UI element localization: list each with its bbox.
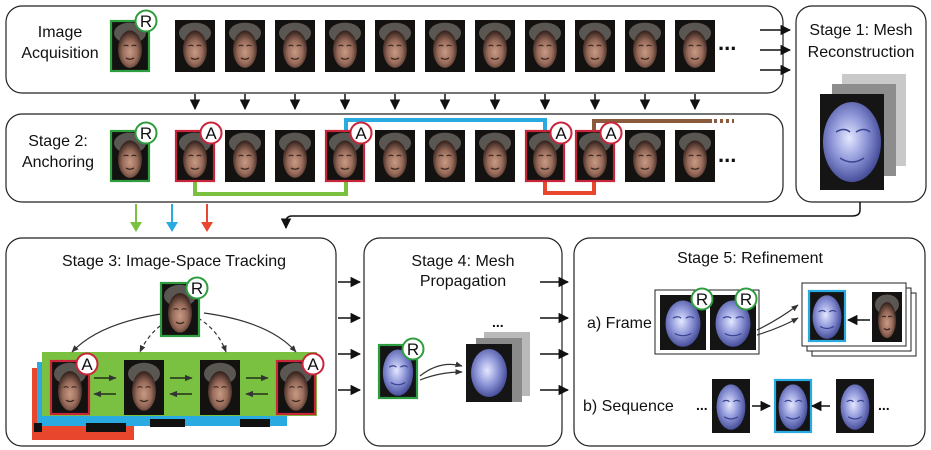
acquisition-frame xyxy=(525,20,565,72)
acquisition-frame xyxy=(475,20,515,72)
green-anchor-link xyxy=(193,182,348,196)
acquisition-frame xyxy=(175,20,215,72)
stage4-title-2: Propagation xyxy=(420,273,506,290)
anchoring-frame xyxy=(375,130,415,182)
acquisition-frame xyxy=(675,20,715,72)
brown-anchor-link xyxy=(592,119,712,134)
blue-anchor-link xyxy=(344,118,547,132)
target-photo xyxy=(872,292,902,342)
anchoring-ellipsis: ... xyxy=(718,142,736,167)
reference-badge: R xyxy=(185,276,209,300)
reference-badge: R xyxy=(134,9,158,33)
svg-text:A: A xyxy=(355,124,367,143)
stage3-frames: R A A xyxy=(49,276,325,416)
acquisition-frame xyxy=(625,20,665,72)
sequence-mesh xyxy=(836,379,874,433)
stage4-to-stage5-arrows xyxy=(540,276,570,396)
frame-label: a) Frame xyxy=(587,315,652,332)
stage4-ellipsis: ... xyxy=(492,314,504,330)
acquisition-frame xyxy=(325,20,365,72)
reference-badge: R xyxy=(734,287,758,311)
anchor-badge: A xyxy=(199,121,223,145)
sequence-label: b) Sequence xyxy=(583,398,674,415)
svg-text:R: R xyxy=(407,340,419,359)
stage3-title: Stage 3: Image-Space Tracking xyxy=(62,253,286,270)
anchoring-frame xyxy=(425,130,465,182)
anchoring-frame xyxy=(475,130,515,182)
stage3-to-stage4-arrows xyxy=(338,276,362,396)
anchor-badge: A xyxy=(349,121,373,145)
stage4-content: R xyxy=(377,332,530,402)
anchor-badge: A xyxy=(301,352,325,376)
stage1-title-1: Stage 1: Mesh xyxy=(809,22,912,39)
stage1-title-2: Reconstruction xyxy=(808,44,915,61)
anchoring-frame xyxy=(275,130,315,182)
stage4-title-1: Stage 4: Mesh xyxy=(411,253,514,270)
svg-text:A: A xyxy=(205,124,217,143)
anchoring-frame xyxy=(225,130,265,182)
sequence-mesh xyxy=(712,379,750,433)
reference-badge: R xyxy=(134,121,158,145)
anchor-frame xyxy=(49,359,91,416)
sequence-ellipsis-left: ... xyxy=(696,397,708,413)
acquisition-frame xyxy=(275,20,315,72)
acquisition-to-anchoring-arrows xyxy=(189,94,701,111)
tracking-arcs xyxy=(71,312,297,353)
anchoring-frame xyxy=(675,130,715,182)
stage1-to-stage3-arrow xyxy=(280,202,861,230)
anchor-badge: A xyxy=(75,352,99,376)
sequence-mesh-current xyxy=(773,378,813,434)
svg-text:R: R xyxy=(191,279,203,298)
acquisition-frame xyxy=(375,20,415,72)
colored-down-arrows xyxy=(130,204,213,232)
red-anchor-link xyxy=(543,182,596,195)
tracked-frame xyxy=(200,360,240,415)
svg-text:A: A xyxy=(605,124,617,143)
anchoring-frame xyxy=(625,130,665,182)
stage5-title: Stage 5: Refinement xyxy=(677,250,823,267)
tracked-frame xyxy=(124,360,164,415)
row1-to-stage1-arrows xyxy=(760,24,792,76)
svg-text:A: A xyxy=(307,355,319,374)
target-mesh xyxy=(807,289,847,343)
anchoring-label-2: Anchoring xyxy=(22,154,94,171)
reference-badge: R xyxy=(690,287,714,311)
anchor-frame xyxy=(275,359,317,416)
acquisition-frame xyxy=(225,20,265,72)
image-acquisition-label-2: Acquisition xyxy=(21,45,98,62)
reference-mesh xyxy=(377,343,419,400)
svg-text:A: A xyxy=(555,124,567,143)
anchor-badge: A xyxy=(549,121,573,145)
svg-text:R: R xyxy=(140,124,152,143)
refined-mesh xyxy=(660,295,706,350)
anchoring-label-1: Stage 2: xyxy=(28,133,88,150)
image-acquisition-label-1: Image xyxy=(38,24,83,41)
anchor-badge: A xyxy=(599,121,623,145)
acquisition-frame xyxy=(575,20,615,72)
sequence-ellipsis-right: ... xyxy=(878,397,890,413)
pairwise-arrows xyxy=(93,374,269,398)
acquisition-frames: R xyxy=(109,9,715,73)
svg-text:R: R xyxy=(696,290,708,309)
reference-frame xyxy=(109,129,151,183)
acquisition-frame xyxy=(425,20,465,72)
stage1-mesh-stack xyxy=(820,74,906,190)
svg-text:R: R xyxy=(740,290,752,309)
svg-text:R: R xyxy=(140,12,152,31)
reference-badge: R xyxy=(401,337,425,361)
acquisition-ellipsis: ... xyxy=(718,30,736,55)
refined-mesh xyxy=(710,295,756,350)
svg-text:A: A xyxy=(81,355,93,374)
